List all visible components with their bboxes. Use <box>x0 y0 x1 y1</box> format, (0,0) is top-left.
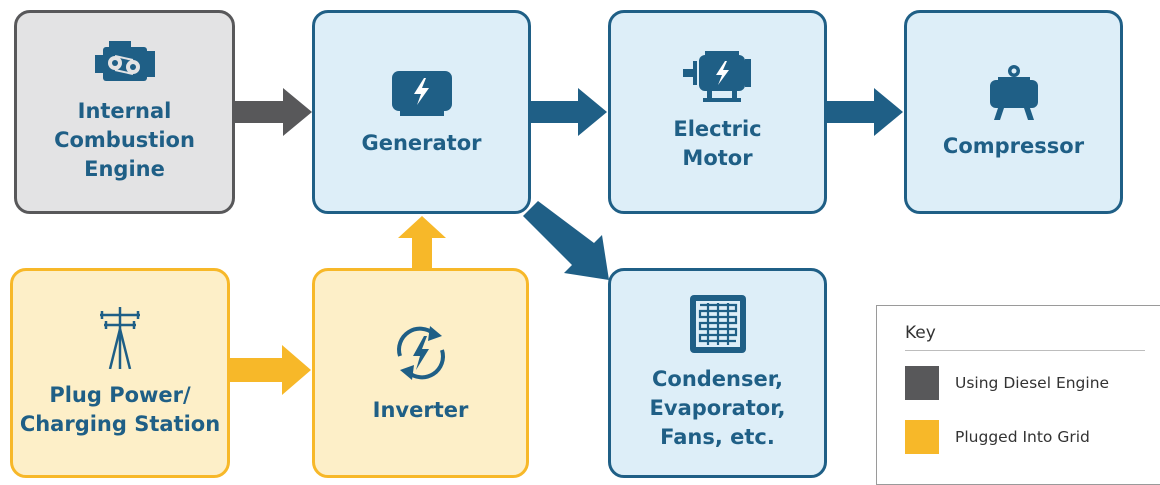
node-label: Plug Power/ Charging Station <box>19 383 221 436</box>
generator-icon <box>391 70 452 116</box>
node-label: Compressor <box>942 133 1085 158</box>
electric-motor-icon <box>682 51 751 102</box>
legend-item-diesel: Using Diesel Engine <box>905 366 1109 400</box>
compressor-icon <box>989 64 1038 120</box>
node-label: Condenser, Evaporator, Fans, etc. <box>649 366 786 449</box>
legend-swatch-diesel <box>905 366 939 400</box>
arrow-plug-to-inverter <box>229 345 311 395</box>
legend-label: Plugged Into Grid <box>955 428 1090 446</box>
legend-label: Using Diesel Engine <box>955 374 1110 392</box>
node-generator: Generator <box>312 10 531 214</box>
legend-swatch-grid <box>905 420 939 454</box>
connector-arrows <box>229 88 903 395</box>
arrow-inverter-to-generator <box>398 216 446 268</box>
legend-divider <box>905 350 1145 351</box>
node-condenser-evaporator-fans: Condenser, Evaporator, Fans, etc. <box>608 268 827 478</box>
node-label: Electric Motor <box>673 117 762 170</box>
node-inverter: Inverter <box>312 268 529 478</box>
inverter-icon <box>396 325 445 380</box>
arrow-motor-to-compressor <box>826 88 903 136</box>
arrow-generator-to-condenser <box>523 201 609 280</box>
node-label: Inverter <box>372 397 469 422</box>
arrow-generator-to-motor <box>530 88 607 136</box>
node-label: Generator <box>361 130 482 155</box>
node-label: Internal Combustion Engine <box>54 98 195 181</box>
power-pole-icon <box>100 307 140 369</box>
coil-icon <box>689 294 746 353</box>
engine-icon <box>94 40 155 81</box>
legend-item-grid: Plugged Into Grid <box>905 420 1090 454</box>
node-compressor: Compressor <box>904 10 1123 214</box>
legend-title: Key <box>905 323 936 343</box>
node-electric-motor: Electric Motor <box>608 10 827 214</box>
node-internal-combustion-engine: Internal Combustion Engine <box>14 10 235 214</box>
node-plug-power-charging-station: Plug Power/ Charging Station <box>10 268 230 478</box>
arrow-engine-to-generator <box>234 88 312 136</box>
legend: Key Using Diesel Engine Plugged Into Gri… <box>876 305 1160 485</box>
